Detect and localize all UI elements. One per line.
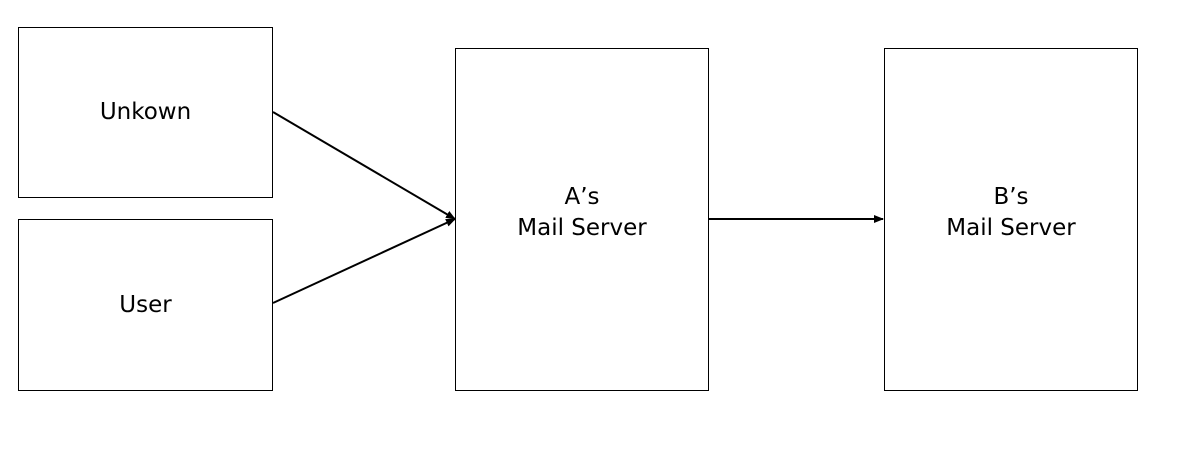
- a-mail-server-owner: A’s: [564, 183, 600, 210]
- a-mail-server-label: A’s Mail Server: [517, 182, 646, 244]
- b-mail-server-owner: B’s: [993, 183, 1029, 210]
- b-mail-server-label: B’s Mail Server: [946, 182, 1075, 244]
- user-node: User: [18, 219, 273, 391]
- b-mail-server-title: Mail Server: [946, 214, 1076, 241]
- a-mail-server-title: Mail Server: [517, 214, 647, 241]
- a-mail-server-node: A’s Mail Server: [455, 48, 709, 391]
- unknown-node: Unkown: [18, 27, 273, 198]
- b-mail-server-node: B’s Mail Server: [884, 48, 1138, 391]
- arrow-user-to-a-server: [272, 218, 456, 304]
- user-node-label: User: [119, 291, 172, 318]
- arrow-unknown-to-a-server: [272, 111, 456, 220]
- unknown-node-label: Unkown: [99, 99, 192, 125]
